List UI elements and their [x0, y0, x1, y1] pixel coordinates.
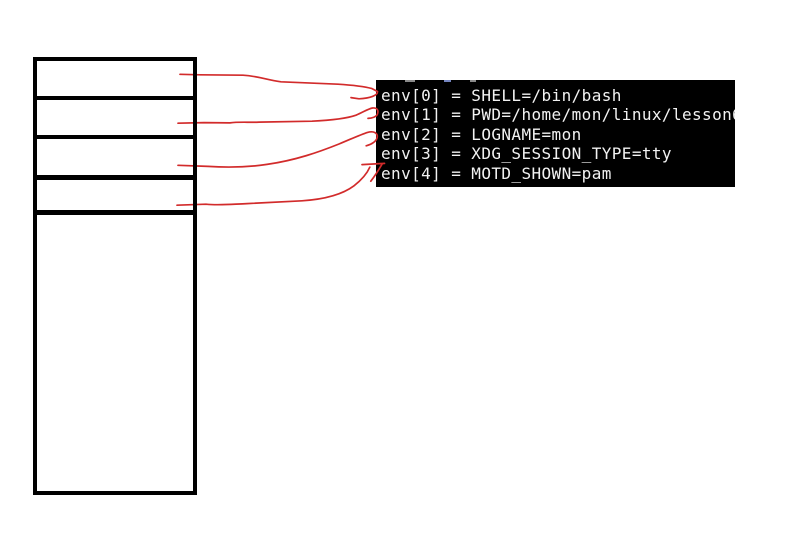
clipped-line-fragment	[405, 80, 415, 82]
cell-divider	[37, 210, 193, 215]
terminal-line-env3: env[3] = XDG_SESSION_TYPE=tty	[381, 144, 672, 164]
arrow-cell2-to-env2-icon	[177, 130, 379, 168]
terminal-line-env0: env[0] = SHELL=/bin/bash	[381, 86, 622, 105]
terminal-line-env2: env[2] = LOGNAME=mon	[381, 124, 582, 144]
arrow-cell1-to-env1-icon	[177, 107, 379, 125]
clipped-line-fragment	[444, 80, 451, 82]
cell-divider	[37, 135, 193, 139]
arrow-cell3-to-env3-icon	[176, 162, 386, 207]
array-cell-1	[37, 100, 193, 135]
array-box	[33, 57, 197, 495]
array-cell-2	[37, 139, 193, 175]
clipped-line-fragment	[470, 80, 476, 82]
terminal-line-env1: env[1] = PWD=/home/mon/linux/lesson6	[381, 105, 735, 125]
cell-divider	[37, 96, 193, 100]
arrow-cell0-to-env0-icon	[179, 73, 379, 100]
array-cell-0	[37, 61, 193, 96]
array-cell-3	[37, 180, 193, 210]
terminal-output-box: env[0] = SHELL=/bin/bash env[1] = PWD=/h…	[376, 80, 735, 187]
terminal-line-env4: env[4] = MOTD_SHOWN=pam	[381, 163, 612, 183]
array-cell-4	[37, 215, 193, 491]
cell-divider	[37, 175, 193, 180]
